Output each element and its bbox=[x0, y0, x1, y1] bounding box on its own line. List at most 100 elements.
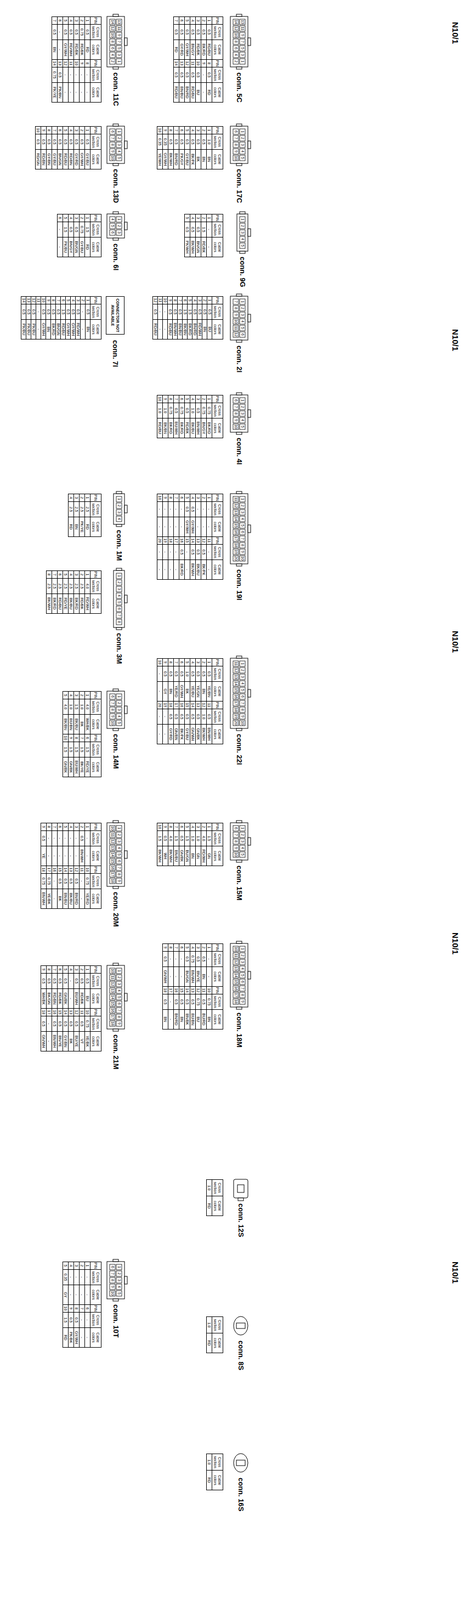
table-cell: 0.5 bbox=[184, 24, 191, 41]
table-cell: BK/WH bbox=[167, 845, 174, 866]
table-cell: 1.0 bbox=[195, 830, 202, 847]
table-cell: 9 bbox=[200, 59, 207, 68]
table-cell: 2 bbox=[80, 296, 86, 305]
table-cell: 4 bbox=[68, 493, 75, 502]
table-cell: 1.5 bbox=[156, 830, 163, 847]
table-cell: - bbox=[156, 665, 163, 682]
table-cell: 7 bbox=[173, 16, 180, 25]
table-cell: 0.75 bbox=[78, 221, 86, 238]
table-cell: 4.0 bbox=[84, 698, 91, 715]
table-cell: BK/BN bbox=[162, 417, 169, 439]
table-cell: 0.5 bbox=[178, 665, 185, 682]
table-cell: RD/BU bbox=[206, 39, 213, 60]
table-cell: 0.5 bbox=[35, 133, 42, 150]
pin-cavity bbox=[233, 32, 239, 38]
pin-number: 3 bbox=[116, 838, 122, 845]
connector-tab bbox=[112, 238, 119, 241]
connector-title: conn. 16S bbox=[236, 1477, 246, 1511]
table-cell: 0.75 bbox=[206, 993, 213, 1010]
table-cell: 0.75 bbox=[78, 24, 86, 41]
table-cell: 9 bbox=[162, 394, 169, 404]
table-cell: 0.5 bbox=[25, 303, 32, 320]
table-cell: 14 bbox=[173, 59, 180, 68]
table-cell: 0.5 bbox=[40, 972, 47, 989]
table-cell: 12 bbox=[62, 59, 69, 68]
table-header: Cable colors bbox=[211, 149, 224, 170]
table-cell: 1.5 bbox=[60, 303, 66, 320]
pin-number: 4 bbox=[239, 965, 246, 972]
table-cell: 0.5 bbox=[173, 402, 180, 419]
table-cell: BN bbox=[167, 681, 174, 702]
table-cell: - bbox=[167, 966, 174, 987]
table-cell: BN/GN bbox=[57, 149, 64, 170]
table-cell: - bbox=[162, 708, 169, 725]
connector-title: conn. 8S bbox=[236, 1340, 246, 1370]
table-cell: 0.5 bbox=[152, 303, 158, 320]
pin-number: 10 bbox=[109, 1290, 116, 1296]
pin-cavity bbox=[239, 555, 246, 562]
table-cell: - bbox=[162, 723, 169, 745]
table-cell: 20 bbox=[156, 700, 163, 710]
pin-cavity bbox=[116, 509, 122, 515]
table-cell: 0.75 bbox=[84, 1015, 91, 1032]
pin-cavity bbox=[233, 555, 239, 562]
table-cell: 6 bbox=[178, 394, 185, 404]
pin-number: 10 bbox=[233, 32, 239, 38]
table-cell: 1.0 bbox=[184, 665, 191, 682]
pin-number: 8 bbox=[239, 706, 246, 713]
table-header: PIN bbox=[211, 126, 224, 135]
table-cell: 1 bbox=[206, 126, 213, 135]
pin-number: 2 bbox=[239, 952, 246, 959]
table-cell: 0.5 bbox=[162, 665, 169, 682]
table-cell: 4 bbox=[189, 394, 196, 404]
pin-number: 3 bbox=[239, 142, 246, 148]
pin-cavity bbox=[116, 496, 122, 502]
pin-cavity bbox=[116, 878, 122, 884]
pin-cavity bbox=[239, 713, 246, 719]
table-cell: 9 bbox=[162, 822, 169, 831]
table-cell: 1.0 bbox=[162, 402, 169, 419]
connector-housing bbox=[230, 16, 248, 67]
table-cell: 13 bbox=[189, 986, 196, 995]
connector-tab bbox=[112, 211, 119, 214]
table-header: Cross section bbox=[211, 1316, 224, 1334]
pin-number: 10 bbox=[109, 720, 116, 726]
pin-cavity bbox=[233, 58, 239, 65]
table-cell: 0.5 bbox=[50, 303, 56, 320]
table-cell: 2 bbox=[78, 16, 86, 25]
table-cell: 0.5 bbox=[195, 708, 202, 725]
pin-cavity bbox=[239, 423, 246, 430]
table-cell: 6 bbox=[60, 296, 66, 305]
table-cell: 0.5 bbox=[189, 501, 196, 518]
table-cell: 4 bbox=[68, 691, 75, 700]
table-cell: BN/BU bbox=[62, 888, 69, 909]
plug-cavity bbox=[237, 1184, 245, 1193]
pin-cavity bbox=[109, 864, 116, 871]
pin-number: 3 bbox=[116, 142, 122, 148]
table-cell: 0.5 bbox=[184, 708, 191, 725]
table-header: Cross section bbox=[89, 1015, 102, 1032]
table-cell: RD/BK bbox=[195, 39, 202, 60]
pin-number: 1 bbox=[116, 967, 122, 974]
table-header: Cross section bbox=[89, 133, 102, 150]
pin-cavity bbox=[239, 135, 246, 141]
pin-number: 18 bbox=[233, 998, 239, 1005]
table-cell: 0.5 bbox=[75, 303, 81, 320]
pin-number: 14 bbox=[109, 994, 116, 1000]
connector-latch bbox=[124, 37, 128, 46]
pin-cavity bbox=[239, 155, 246, 161]
table-cell: 16 bbox=[51, 865, 58, 874]
table-cell: 15 bbox=[57, 865, 64, 874]
pin-cavity bbox=[109, 32, 116, 38]
table-header: Cross section bbox=[211, 133, 224, 150]
table-header: PIN bbox=[89, 493, 102, 502]
table-cell: 0.5 bbox=[200, 544, 207, 560]
table-cell: 0.5 bbox=[178, 24, 185, 41]
pin-number: 15 bbox=[109, 858, 116, 864]
connector-housing bbox=[106, 16, 125, 67]
pin-cavity bbox=[233, 972, 239, 978]
connector-tab bbox=[236, 66, 242, 70]
pin-cavity bbox=[239, 318, 246, 325]
table-cell: RD/BU bbox=[167, 319, 173, 340]
table-cell: BN bbox=[178, 1009, 185, 1030]
